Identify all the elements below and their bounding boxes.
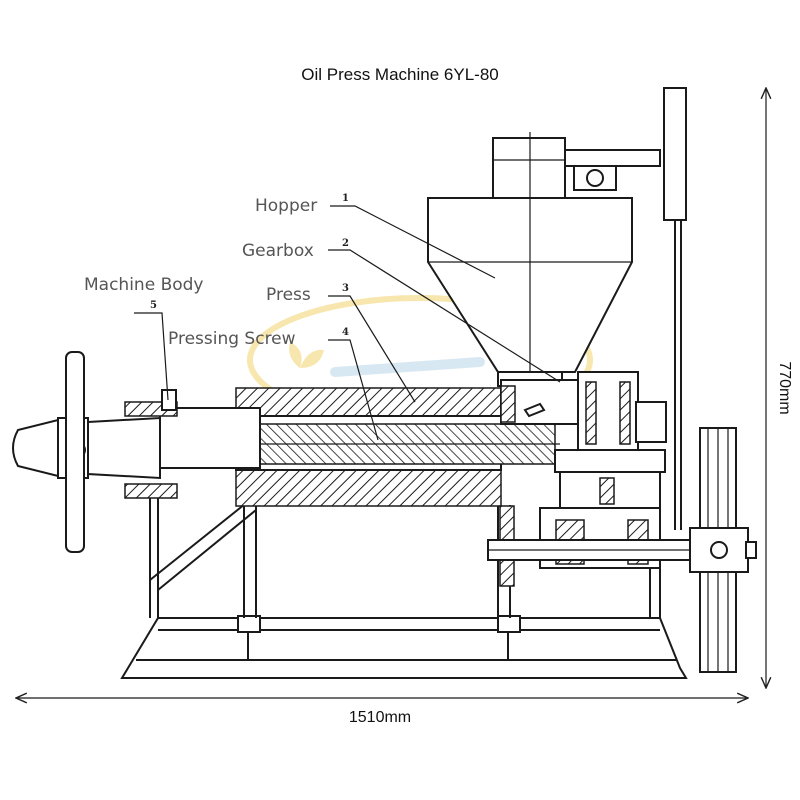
width-dimension-label: 1510mm	[349, 709, 411, 726]
number-hopper: 1	[342, 193, 349, 204]
height-dimension-label: 770mm	[776, 361, 793, 414]
dimension-height: 770mm	[766, 88, 793, 688]
label-hopper: Hopper	[255, 196, 317, 216]
label-pressing-screw: Pressing Screw	[168, 329, 296, 349]
number-press: 3	[342, 283, 349, 294]
gearbox	[487, 371, 750, 587]
base-frame	[120, 495, 688, 679]
label-gearbox: Gearbox	[242, 241, 314, 261]
number-pressing-screw: 4	[342, 327, 349, 338]
leaf-logo-icon	[289, 342, 324, 368]
number-machine-body: 5	[150, 300, 157, 311]
label-press: Press	[266, 285, 311, 305]
pressing-screw	[254, 423, 560, 465]
leader-lines	[134, 205, 561, 441]
hopper	[427, 132, 633, 400]
diagram-title: Oil Press Machine 6YL-80	[301, 65, 498, 84]
part-labels: Hopper 1 Gearbox 2 Press 3 Pressing Scre…	[84, 193, 349, 349]
dimension-width: 1510mm	[16, 698, 748, 726]
press-body	[12, 351, 560, 553]
number-gearbox: 2	[342, 238, 349, 249]
top-drive	[564, 87, 687, 530]
pulley	[689, 427, 757, 673]
label-machine-body: Machine Body	[84, 275, 203, 295]
